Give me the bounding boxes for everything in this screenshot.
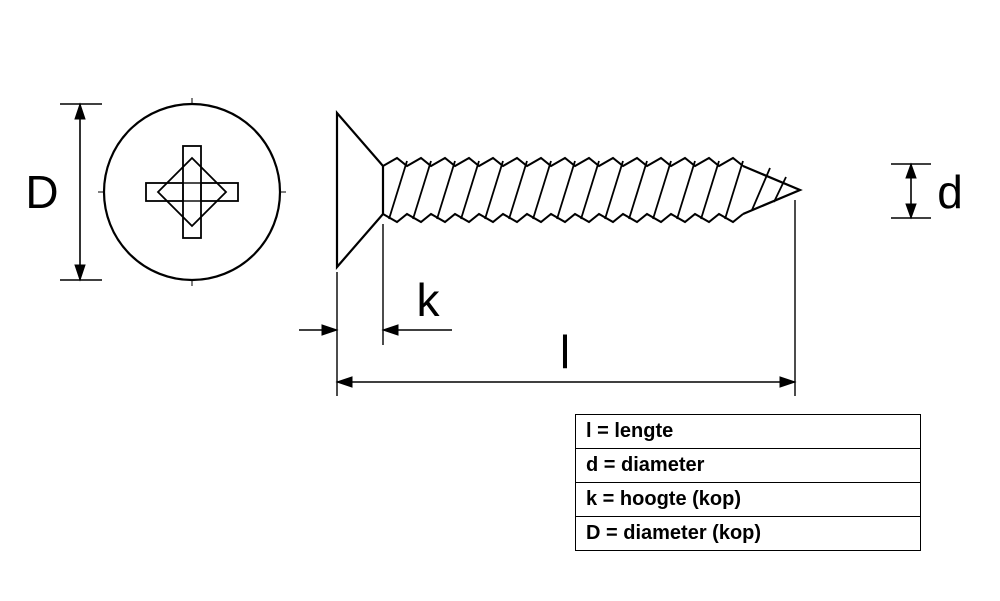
thread-line <box>532 160 552 220</box>
thread-line <box>484 160 504 220</box>
thread-crest-top-edge <box>382 156 744 168</box>
thread-line <box>628 160 648 220</box>
thread-line <box>724 160 744 220</box>
thread-line <box>436 160 456 220</box>
legend-row-head-height: k = hoogte (kop) <box>576 482 920 516</box>
arrowhead-right-icon <box>779 376 797 388</box>
thread-line <box>676 160 696 220</box>
legend-table: l = lengte d = diameter k = hoogte (kop)… <box>575 414 921 551</box>
arrowhead-down-icon <box>74 264 86 282</box>
legend-row-head-diameter: D = diameter (kop) <box>576 516 920 550</box>
arrowhead-up-icon <box>905 162 917 179</box>
tip-thread-line <box>773 176 787 203</box>
label-head-height: k <box>417 274 441 326</box>
arrowhead-down-icon <box>905 203 917 220</box>
label-diameter: d <box>937 166 963 218</box>
screw-side-view <box>335 110 803 270</box>
legend-row-length: l = lengte <box>586 420 674 442</box>
countersunk-head-profile <box>335 110 385 270</box>
thread-crest-bottom-edge <box>382 212 744 224</box>
arrowhead-left-icon <box>381 324 399 336</box>
screw-tip-outline <box>742 164 803 216</box>
dimension-d: d <box>891 162 963 220</box>
phillips-center-square <box>182 182 202 202</box>
screw-top-view <box>98 98 286 286</box>
phillips-slot-vertical <box>182 145 202 239</box>
thread-line <box>508 160 528 220</box>
thread-lines <box>388 160 744 220</box>
dimension-D: D <box>25 102 102 282</box>
thread-line <box>604 160 624 220</box>
label-length: l <box>560 326 570 378</box>
dimension-k: k <box>299 224 452 345</box>
thread-line <box>388 160 408 220</box>
thread-line <box>460 160 480 220</box>
legend-row-diameter: d = diameter <box>576 448 920 482</box>
thread-line <box>580 160 600 220</box>
phillips-recess-diamond <box>156 156 228 228</box>
thread-line <box>652 160 672 220</box>
thread-line <box>700 160 720 220</box>
thread-line <box>412 160 432 220</box>
arrowhead-left-icon <box>335 376 353 388</box>
thread-line <box>556 160 576 220</box>
dimension-l: l <box>335 200 797 396</box>
label-head-diameter: D <box>25 166 58 218</box>
arrowhead-right-icon <box>321 324 339 336</box>
tip-thread-line <box>751 167 771 211</box>
arrowhead-up-icon <box>74 102 86 120</box>
